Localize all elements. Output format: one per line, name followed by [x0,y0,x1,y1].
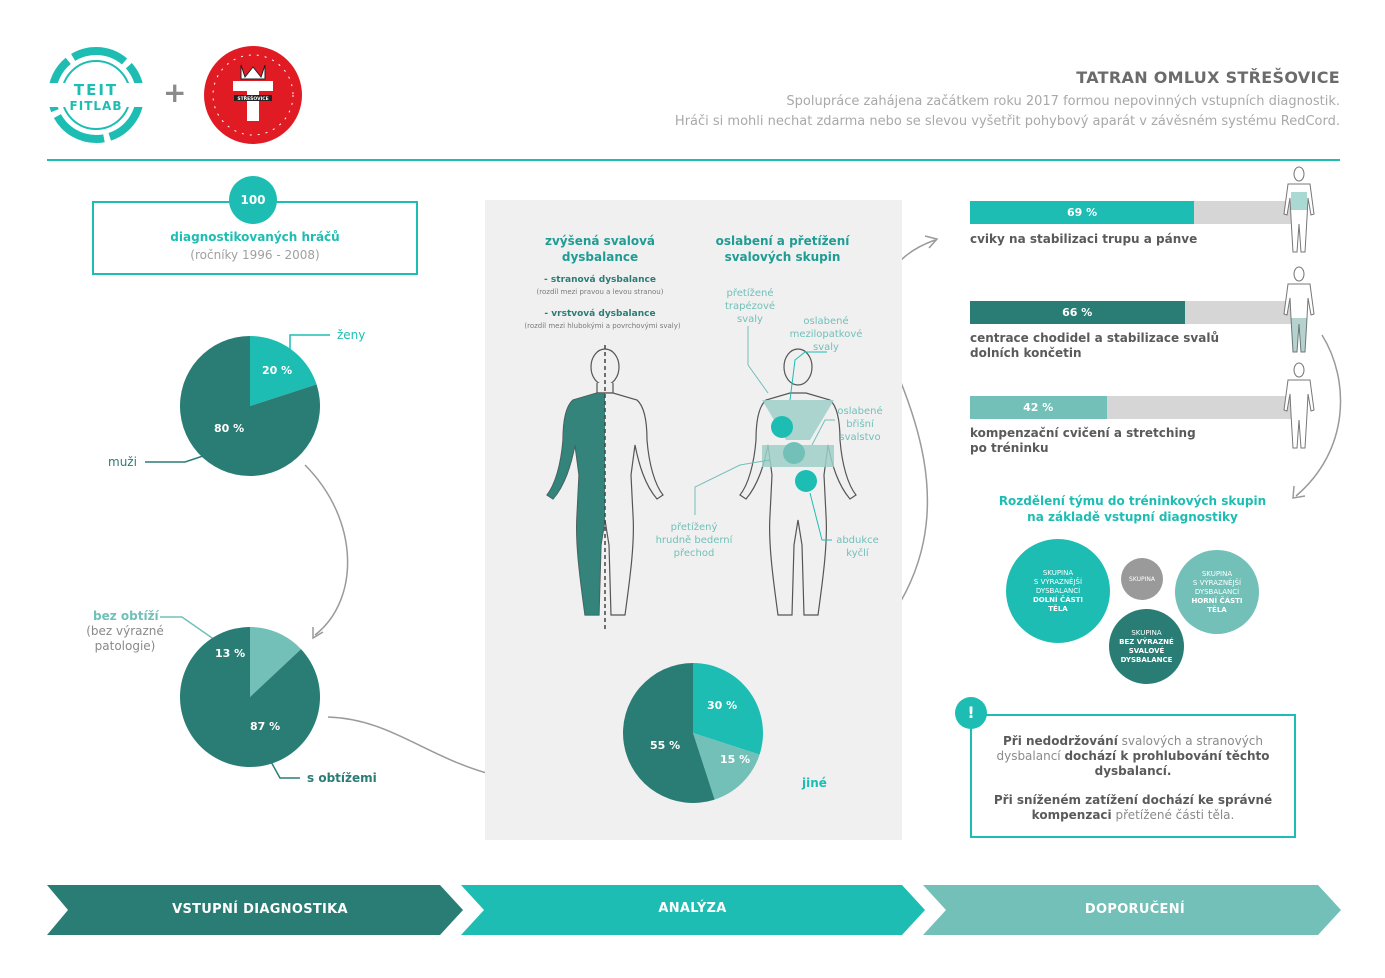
page-title: TATRAN OMLUX STŘEŠOVICE [1076,68,1340,87]
step-label-3: DOPORUČENÍ [1084,902,1186,917]
step-arrow-2 [461,885,925,935]
pie-gender [180,336,320,476]
marker-abdominal [783,442,805,464]
pie-slice-with-issues [179,627,320,767]
bar-track-1: 69 % [970,201,1295,224]
group-bubble-small: SKUPINA [1121,558,1163,600]
pie-gender-label-men: 80 % [214,422,245,435]
pie-findings-label-dysbalance: 55 % [650,739,681,752]
marker-interscapular [771,416,793,438]
body-figure-icon-1 [1283,166,1315,253]
bar-track-3: 42 % [970,396,1295,419]
pie-health-label-ok: 13 % [215,647,246,660]
pie-slice-women [250,336,317,406]
body-back-figure [739,348,857,616]
warning-paragraph-2: Při sníženém zatížení dochází ke správné… [993,793,1273,822]
pie-findings-label-weak: 30 % [707,699,738,712]
warning-icon: ! [955,697,987,729]
pie-slice-weak-muscles [693,663,763,755]
logo-text-teit: TEIT [74,81,118,99]
legend-no-issues: bez obtíží [93,609,159,623]
teit-fitlab-logo: TEIT FITLAB [46,47,146,143]
flow-arrow-4 [1295,334,1342,497]
step-arrow-1 [47,885,463,935]
plus-sign: + [163,76,187,109]
bar-fill-1: 69 % [970,201,1195,224]
analysis-col1-title: zvýšená svalová dysbalance [544,234,656,264]
step-label-1: VSTUPNÍ DIAGNOSTIKA [172,902,348,917]
body-figure-icon-2 [1283,266,1315,353]
warning-paragraph-1: Při nedodržování svalových a stranových … [996,734,1270,778]
analysis-sub1: - stranová dysbalance [544,275,656,285]
bar-fill-2: 66 % [970,301,1185,324]
pie-health [179,627,320,767]
analysis-sub1-note: (rozdíl mezi pravou a levou stranou) [536,288,664,296]
flow-arrow-1 [304,464,349,636]
pie-slice-dysbalance [623,663,715,803]
bar-fill-3: 42 % [970,396,1107,419]
legend-women: ženy [337,328,366,342]
diagnostics-label: diagnostikovaných hráčů [170,230,340,244]
tatran-logo: STŘEŠOVICE [204,46,302,144]
warning-box [970,714,1296,838]
pie-slice-no-issues [250,627,302,697]
diagnostics-years: (ročníky 1996 - 2008) [190,248,320,262]
step-arrows [47,885,1341,935]
legend-other: jiné [802,776,827,790]
subtitle-line-2: Hráči si mohli nechat zdarma nebo se sle… [674,114,1340,129]
pie-findings [623,663,763,803]
page-subtitle: Spolupráce zahájena začátkem roku 2017 f… [675,92,1340,132]
crown-icon [240,64,266,80]
pie-gender-label-women: 20 % [262,364,293,377]
pie-health-label-issues: 87 % [250,720,281,733]
diagnostics-count: 100 [229,176,277,224]
pie-findings-label-other: 15 % [720,753,751,766]
subtitle-line-1: Spolupráce zahájena začátkem roku 2017 f… [786,94,1340,109]
legend-men: muži [108,455,137,469]
bar-label-1: cviky na stabilizaci trupu a pánve [970,232,1198,246]
pie-slice-men [180,336,320,476]
legend-no-issues-note: (bez výrazné patologie) [86,624,164,653]
logo-text-strasovice: STŘEŠOVICE [237,95,268,102]
marker-hip [795,470,817,492]
logo-text-fitlab: FITLAB [70,99,123,113]
analysis-sub2: - vrstvová dysbalance [544,309,656,319]
step-arrow-3 [923,885,1341,935]
pie-slice-other [693,733,760,800]
header-divider [47,159,1340,161]
legend-with-issues: s obtížemi [307,771,377,785]
analysis-col2-title: oslabení a přetížení svalových skupin [715,234,850,264]
step-label-2: ANALÝZA [658,901,727,916]
body-figure-icon-3 [1283,362,1315,449]
bar-track-2: 66 % [970,301,1295,324]
analysis-sub2-note: (rozdíl mezi hlubokými a povrchovými sva… [524,322,681,330]
groups-title: Rozdělení týmu do tréninkových skupin na… [998,494,1267,524]
body-front-figure [546,345,664,630]
